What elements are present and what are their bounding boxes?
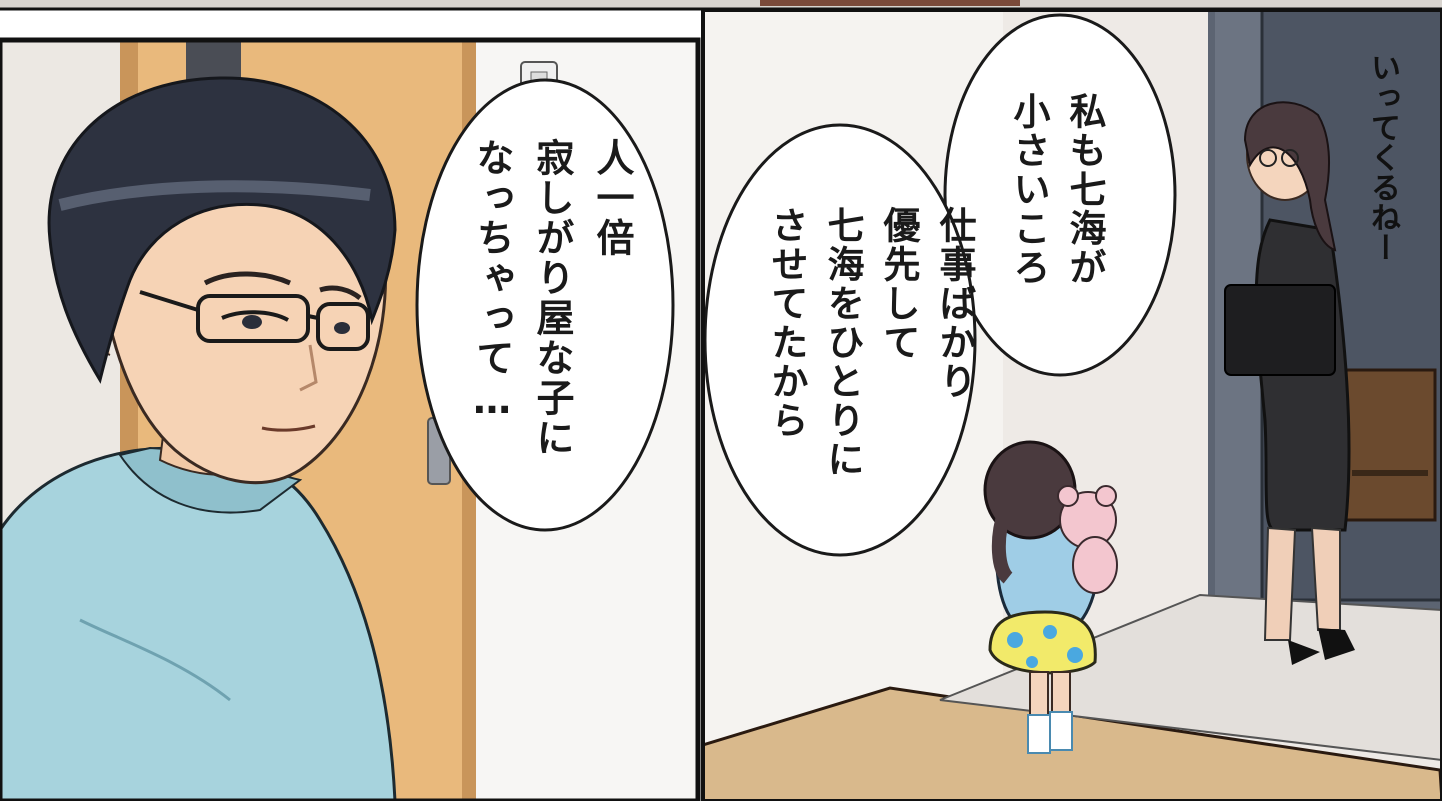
speech-line: 仕事ばかり	[933, 206, 976, 401]
speech-line: 七海をひとりに	[821, 206, 864, 479]
speech-bubble-left	[415, 78, 675, 532]
speech-bubble-right-top	[943, 13, 1177, 377]
speech-line: 私も七海が	[1063, 92, 1106, 287]
sound-effect-text: いってくるねー	[1365, 52, 1400, 262]
speech-line: 優先して	[877, 206, 920, 362]
speech-text-right-bottom: 仕事ばかり 優先して 七海をひとりに させてたから	[758, 206, 982, 479]
briefcase-icon	[1224, 284, 1336, 376]
left-panel	[0, 40, 698, 801]
teddy-bear-icon	[1057, 485, 1118, 594]
speech-text-left: 人一倍 寂しがり屋な子に なっちゃって…	[462, 138, 642, 458]
little-girl	[983, 440, 1118, 754]
speech-line: なっちゃって…	[470, 138, 514, 424]
right-panel-border	[701, 8, 1442, 801]
glasses-icon	[139, 290, 370, 351]
mailbox-icon	[1343, 368, 1437, 522]
speech-line: させてたから	[765, 206, 808, 440]
speech-line: 小さいころ	[1007, 92, 1050, 287]
woman-in-suit	[1224, 101, 1355, 665]
right-panel	[703, 10, 1442, 801]
man-hair	[47, 76, 397, 384]
speech-line: 人一倍	[590, 138, 634, 258]
speech-text-right-top: 私も七海が 小さいころ	[1000, 92, 1112, 287]
speech-line: 寂しがり屋な子に	[530, 138, 574, 458]
left-panel-border	[0, 37, 701, 801]
